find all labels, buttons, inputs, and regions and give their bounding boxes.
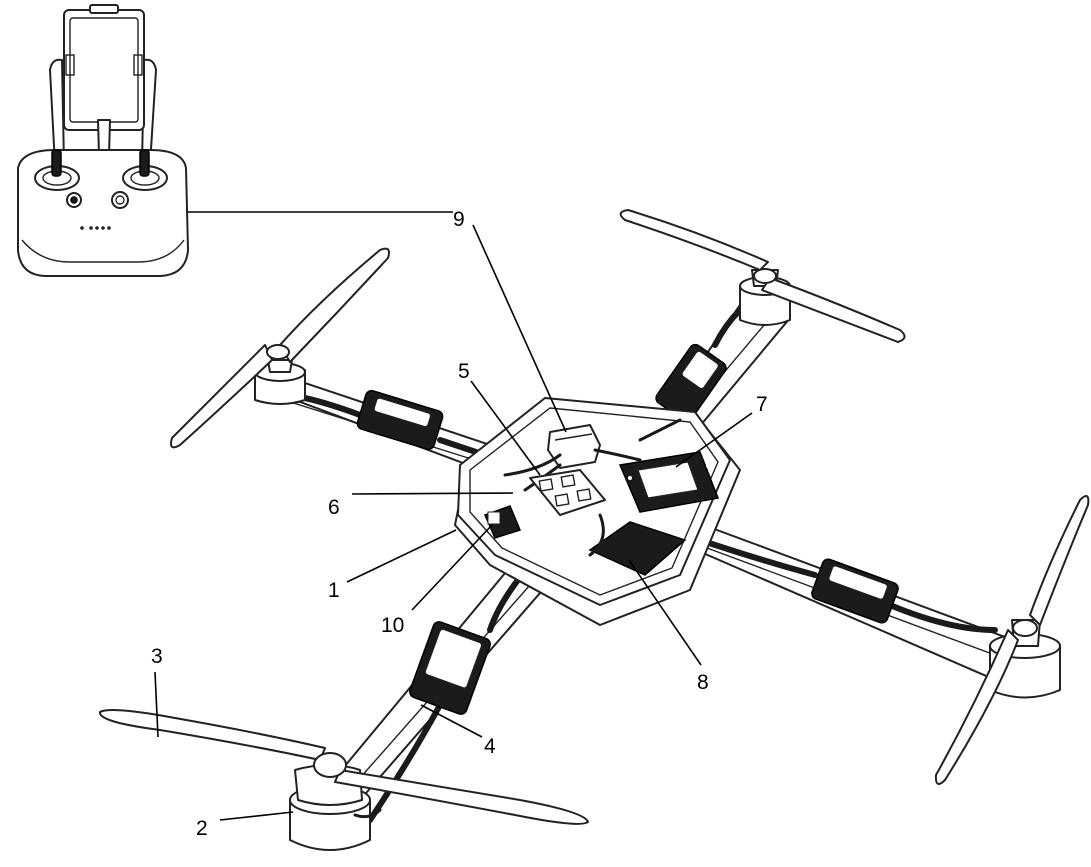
callout-9: 9 [453, 208, 465, 231]
callout-5: 5 [458, 360, 470, 383]
propeller-front-right [934, 495, 1090, 785]
gps-module [483, 505, 522, 539]
flight-controller [618, 451, 720, 513]
callout-labels: 9 5 7 6 1 10 8 3 4 2 [151, 208, 768, 840]
callout-4: 4 [484, 735, 496, 758]
propeller-back-left [170, 247, 390, 449]
propeller-back-right [619, 209, 906, 343]
callout-10: 10 [381, 614, 404, 637]
remote-controller [17, 4, 189, 277]
esc-modules [287, 307, 998, 823]
callout-6: 6 [328, 496, 340, 519]
battery-pack [588, 521, 687, 576]
motor-back-left [254, 359, 306, 405]
callout-3: 3 [151, 645, 163, 668]
callout-1: 1 [328, 579, 340, 602]
callout-2: 2 [196, 817, 208, 840]
quadcopter [99, 209, 1090, 851]
power-distribution-board [529, 469, 606, 516]
callout-7: 7 [756, 393, 768, 416]
callout-8: 8 [697, 671, 709, 694]
propeller-front-left [99, 709, 589, 825]
callout-leaders [154, 211, 753, 821]
